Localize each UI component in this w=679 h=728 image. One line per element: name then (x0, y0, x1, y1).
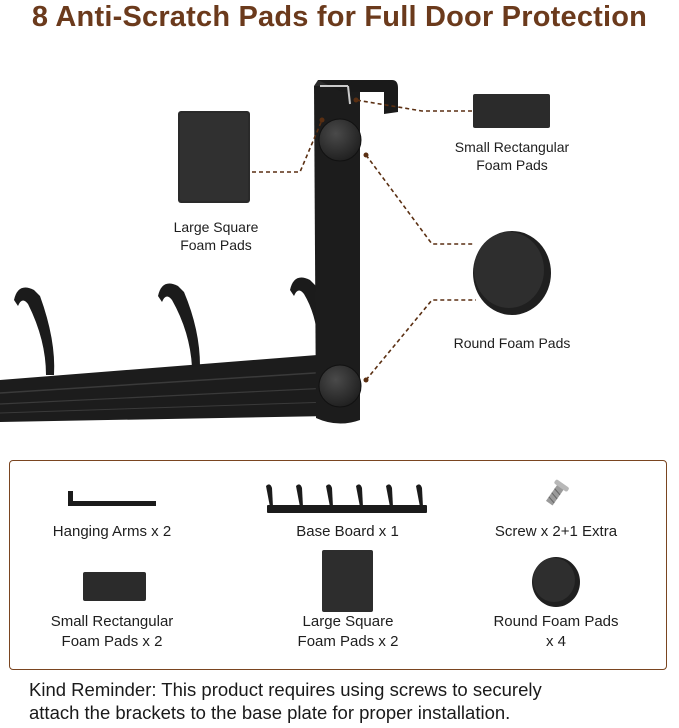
package-contents-box (9, 460, 667, 670)
item-base-board: Base Board x 1 (296, 523, 399, 540)
page-title: 8 Anti-Scratch Pads for Full Door Protec… (31, 1, 648, 33)
item-screw: Screw x 2+1 Extra (494, 523, 618, 540)
item-round-pads: Round Foam Pads x 4 (493, 613, 619, 650)
hanging-arm-illustration (314, 80, 398, 424)
item-large-square-pads: Large Square Foam Pads x 2 (297, 613, 399, 650)
round-pad-bottom (319, 365, 361, 407)
large-square-pad-icon (322, 550, 373, 612)
callout-small-rect: Small Rectangular Foam Pads (454, 139, 570, 173)
callout-round: Round Foam Pads (453, 335, 571, 351)
hanging-arm-icon (68, 491, 156, 506)
leader-lines (252, 99, 476, 381)
screw-icon (545, 479, 569, 506)
base-board-icon (266, 484, 427, 513)
item-small-rect-pads: Small Rectangular Foam Pads x 2 (50, 613, 174, 650)
kind-reminder: Kind Reminder: This product requires usi… (29, 679, 542, 723)
product-illustration (0, 80, 551, 424)
small-rect-pad-icon (83, 572, 146, 601)
callout-large-square: Large Square Foam Pads (173, 219, 259, 253)
large-square-pad-illustration (178, 111, 250, 203)
round-pad-icon (532, 557, 580, 607)
base-board-illustration (0, 354, 331, 422)
round-pad-illustration (473, 231, 551, 315)
small-rect-pad-illustration (473, 94, 550, 128)
round-pad-top (319, 119, 361, 161)
item-hanging-arms: Hanging Arms x 2 (52, 523, 172, 540)
